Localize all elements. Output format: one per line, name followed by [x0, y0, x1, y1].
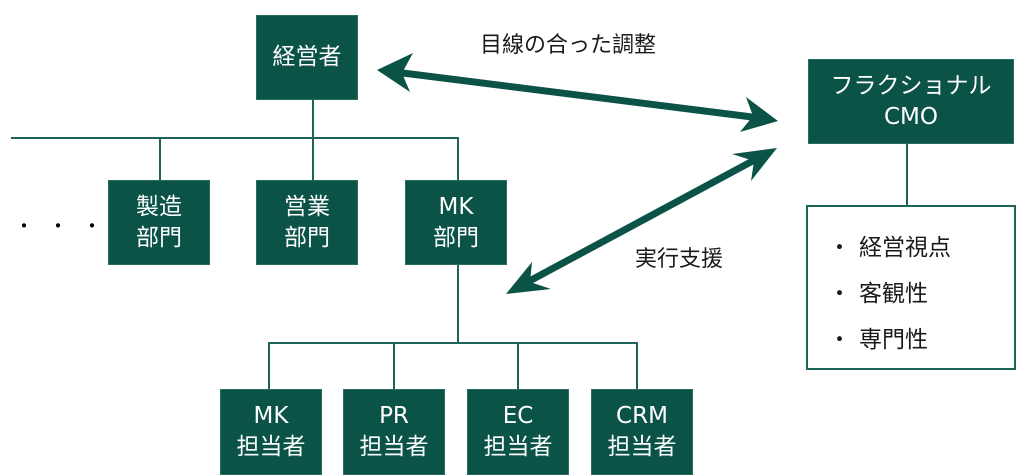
connector-staff-horizontal — [268, 342, 638, 344]
executive-label: 経営者 — [272, 44, 342, 70]
staff-box-mk: MK 担当者 — [220, 389, 322, 475]
dept-box-manufacturing: 製造 部門 — [108, 180, 210, 265]
staff-label-line1: EC — [502, 403, 534, 429]
staff-label-line2: 担当者 — [607, 434, 677, 460]
cmo-label-line2: CMO — [883, 103, 938, 130]
connector-dept-horizontal — [11, 137, 459, 139]
dept-box-marketing: MK 部門 — [405, 180, 507, 265]
connector-cmo-vertical — [906, 144, 908, 205]
more-departments-ellipsis: ・・・ — [14, 214, 116, 238]
arrowhead-bottom — [506, 262, 551, 294]
connector-staff-1 — [268, 342, 270, 389]
dept-label-line2: 部門 — [433, 224, 479, 251]
staff-box-ec: EC 担当者 — [467, 389, 569, 475]
bullet-dot: ・ — [828, 281, 851, 307]
bullet-dot: ・ — [828, 235, 851, 261]
connector-staff-4 — [636, 342, 638, 389]
list-item-text: 経営視点 — [859, 235, 951, 261]
staff-box-crm: CRM 担当者 — [591, 389, 693, 475]
list-item-text: 専門性 — [859, 327, 928, 353]
staff-label-line1: CRM — [616, 403, 668, 429]
staff-label-line1: PR — [379, 403, 409, 429]
connector-mk-vertical — [457, 264, 459, 344]
connector-dept-3 — [457, 137, 459, 180]
staff-label-line2: 担当者 — [483, 434, 553, 460]
list-item: ・客観性 — [828, 271, 1014, 317]
staff-box-pr: PR 担当者 — [343, 389, 445, 475]
execution-support-double-arrow — [506, 148, 777, 294]
connector-top-vertical — [312, 100, 314, 180]
connector-dept-1 — [159, 137, 161, 180]
alignment-double-arrow — [377, 53, 778, 132]
arrowhead-left — [377, 53, 413, 92]
cmo-label-line1: フラクショナル — [830, 72, 992, 99]
dept-label-line2: 部門 — [136, 224, 182, 251]
arrowhead-top — [732, 148, 777, 181]
fractional-cmo-box: フラクショナル CMO — [808, 59, 1014, 144]
list-item: ・経営視点 — [828, 225, 1014, 271]
execution-support-label: 実行支援 — [635, 247, 724, 272]
dept-label-line1: 営業 — [284, 193, 330, 220]
executive-box: 経営者 — [256, 15, 358, 100]
staff-label-line2: 担当者 — [236, 434, 306, 460]
bullet-dot: ・ — [828, 327, 851, 353]
connector-staff-3 — [517, 342, 519, 389]
cmo-strengths-list: ・経営視点 ・客観性 ・専門性 — [806, 205, 1016, 370]
connector-staff-2 — [393, 342, 395, 389]
staff-label-line1: MK — [253, 403, 289, 429]
dept-label-line2: 部門 — [284, 224, 330, 251]
staff-label-line2: 担当者 — [359, 434, 429, 460]
alignment-label: 目線の合った調整 — [480, 33, 657, 58]
dept-label-line1: 製造 — [136, 193, 182, 220]
dept-label-line1: MK — [438, 193, 474, 220]
list-item: ・専門性 — [828, 317, 1014, 363]
list-item-text: 客観性 — [859, 281, 928, 307]
arrowhead-right — [740, 97, 778, 132]
dept-box-sales: 営業 部門 — [256, 180, 358, 265]
